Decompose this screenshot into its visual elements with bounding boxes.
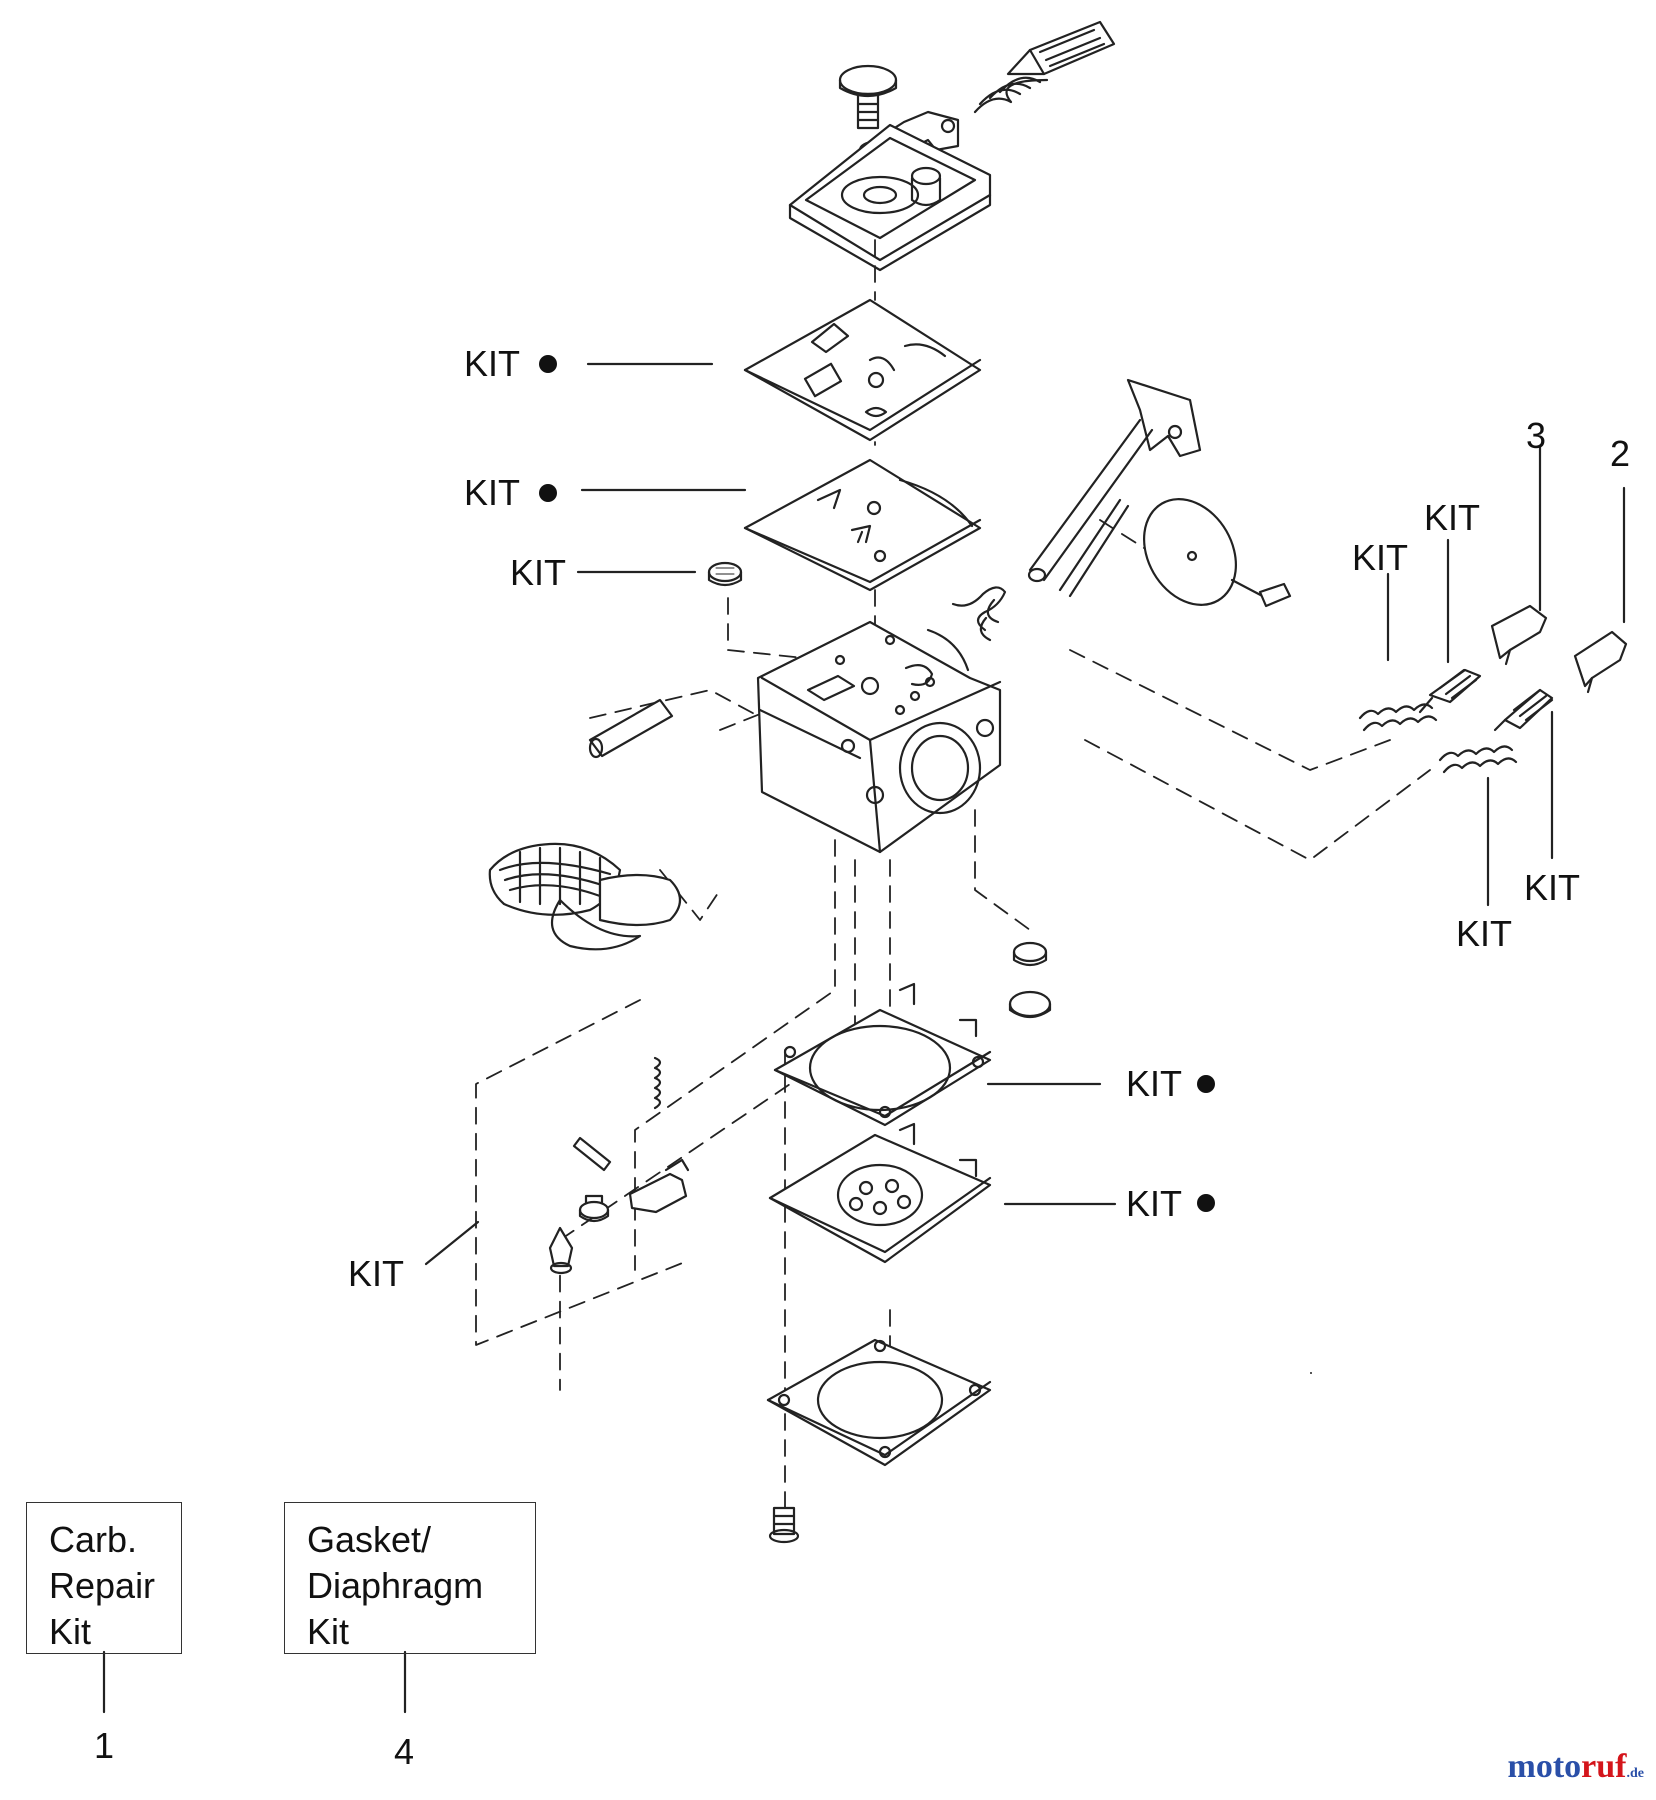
carb-repair-line-2: Repair [49,1565,156,1606]
limiter-caps [1490,604,1628,694]
kit-label-diaphragm-gasket: KIT [1126,1063,1183,1104]
callout-number-4: 4 [394,1731,415,1772]
kit-label-pump-diaphragm: KIT [1126,1183,1183,1224]
choke-shaft [1027,378,1202,598]
pump-diaphragm [768,1122,992,1264]
kit-label-spring-lower: KIT [1456,913,1513,954]
gasket-diaphragm-line-1: Gasket/ [307,1519,432,1560]
carb-repair-line-3: Kit [49,1611,92,1652]
side-pin [588,698,674,759]
axis-dashes [475,239,1431,1531]
choke-valve [1142,498,1292,608]
callout-number-2: 2 [1610,433,1631,474]
kit-label-screen: KIT [510,552,567,593]
carb-cover [788,123,992,272]
bottom-screw [768,1506,800,1544]
gasket-diaphragm-line-3: Kit [307,1611,350,1652]
kit-label-needle: KIT [1424,497,1481,538]
watermark-part-a: moto [1507,1748,1582,1785]
choke-spring [951,586,1007,642]
watermark-part-c: .de [1626,1766,1645,1781]
fuel-screen [707,561,743,587]
watermark-logo: motoruf.de [1508,1748,1644,1786]
diaphragm-gasket [773,982,992,1127]
watermark-part-b: ruf [1581,1748,1627,1785]
inlet-needle-parts [548,1056,690,1275]
bottom-cover [766,1338,992,1467]
kit-label-spring: KIT [1352,537,1409,578]
carb-repair-line-1: Carb. [49,1519,138,1560]
bottom-screen [1008,941,1052,1019]
callout-number-1: 1 [94,1725,115,1766]
kit-label-pump-gasket: KIT [464,343,521,384]
callout-number-3: 3 [1526,415,1547,456]
kit-label-inlet-needle: KIT [348,1253,405,1294]
mixture-needles [1358,668,1554,774]
kit-label-metering-plate: KIT [464,472,521,513]
kit-label-needle-lower: KIT [1524,867,1581,908]
gasket-diaphragm-line-2: Diaphragm [307,1565,484,1606]
leader-lines [102,362,1626,1714]
top-screw [838,64,898,130]
idle-screw-assembly [973,20,1116,114]
pump-gasket [743,298,982,442]
metering-plate [743,458,982,592]
carb-body [756,620,1002,854]
callout-dots [539,355,1215,1212]
fuel-filter [488,842,682,951]
carb-repair-kit-box: Carb. Repair Kit [26,1502,182,1654]
gasket-diaphragm-kit-box: Gasket/ Diaphragm Kit [284,1502,536,1654]
